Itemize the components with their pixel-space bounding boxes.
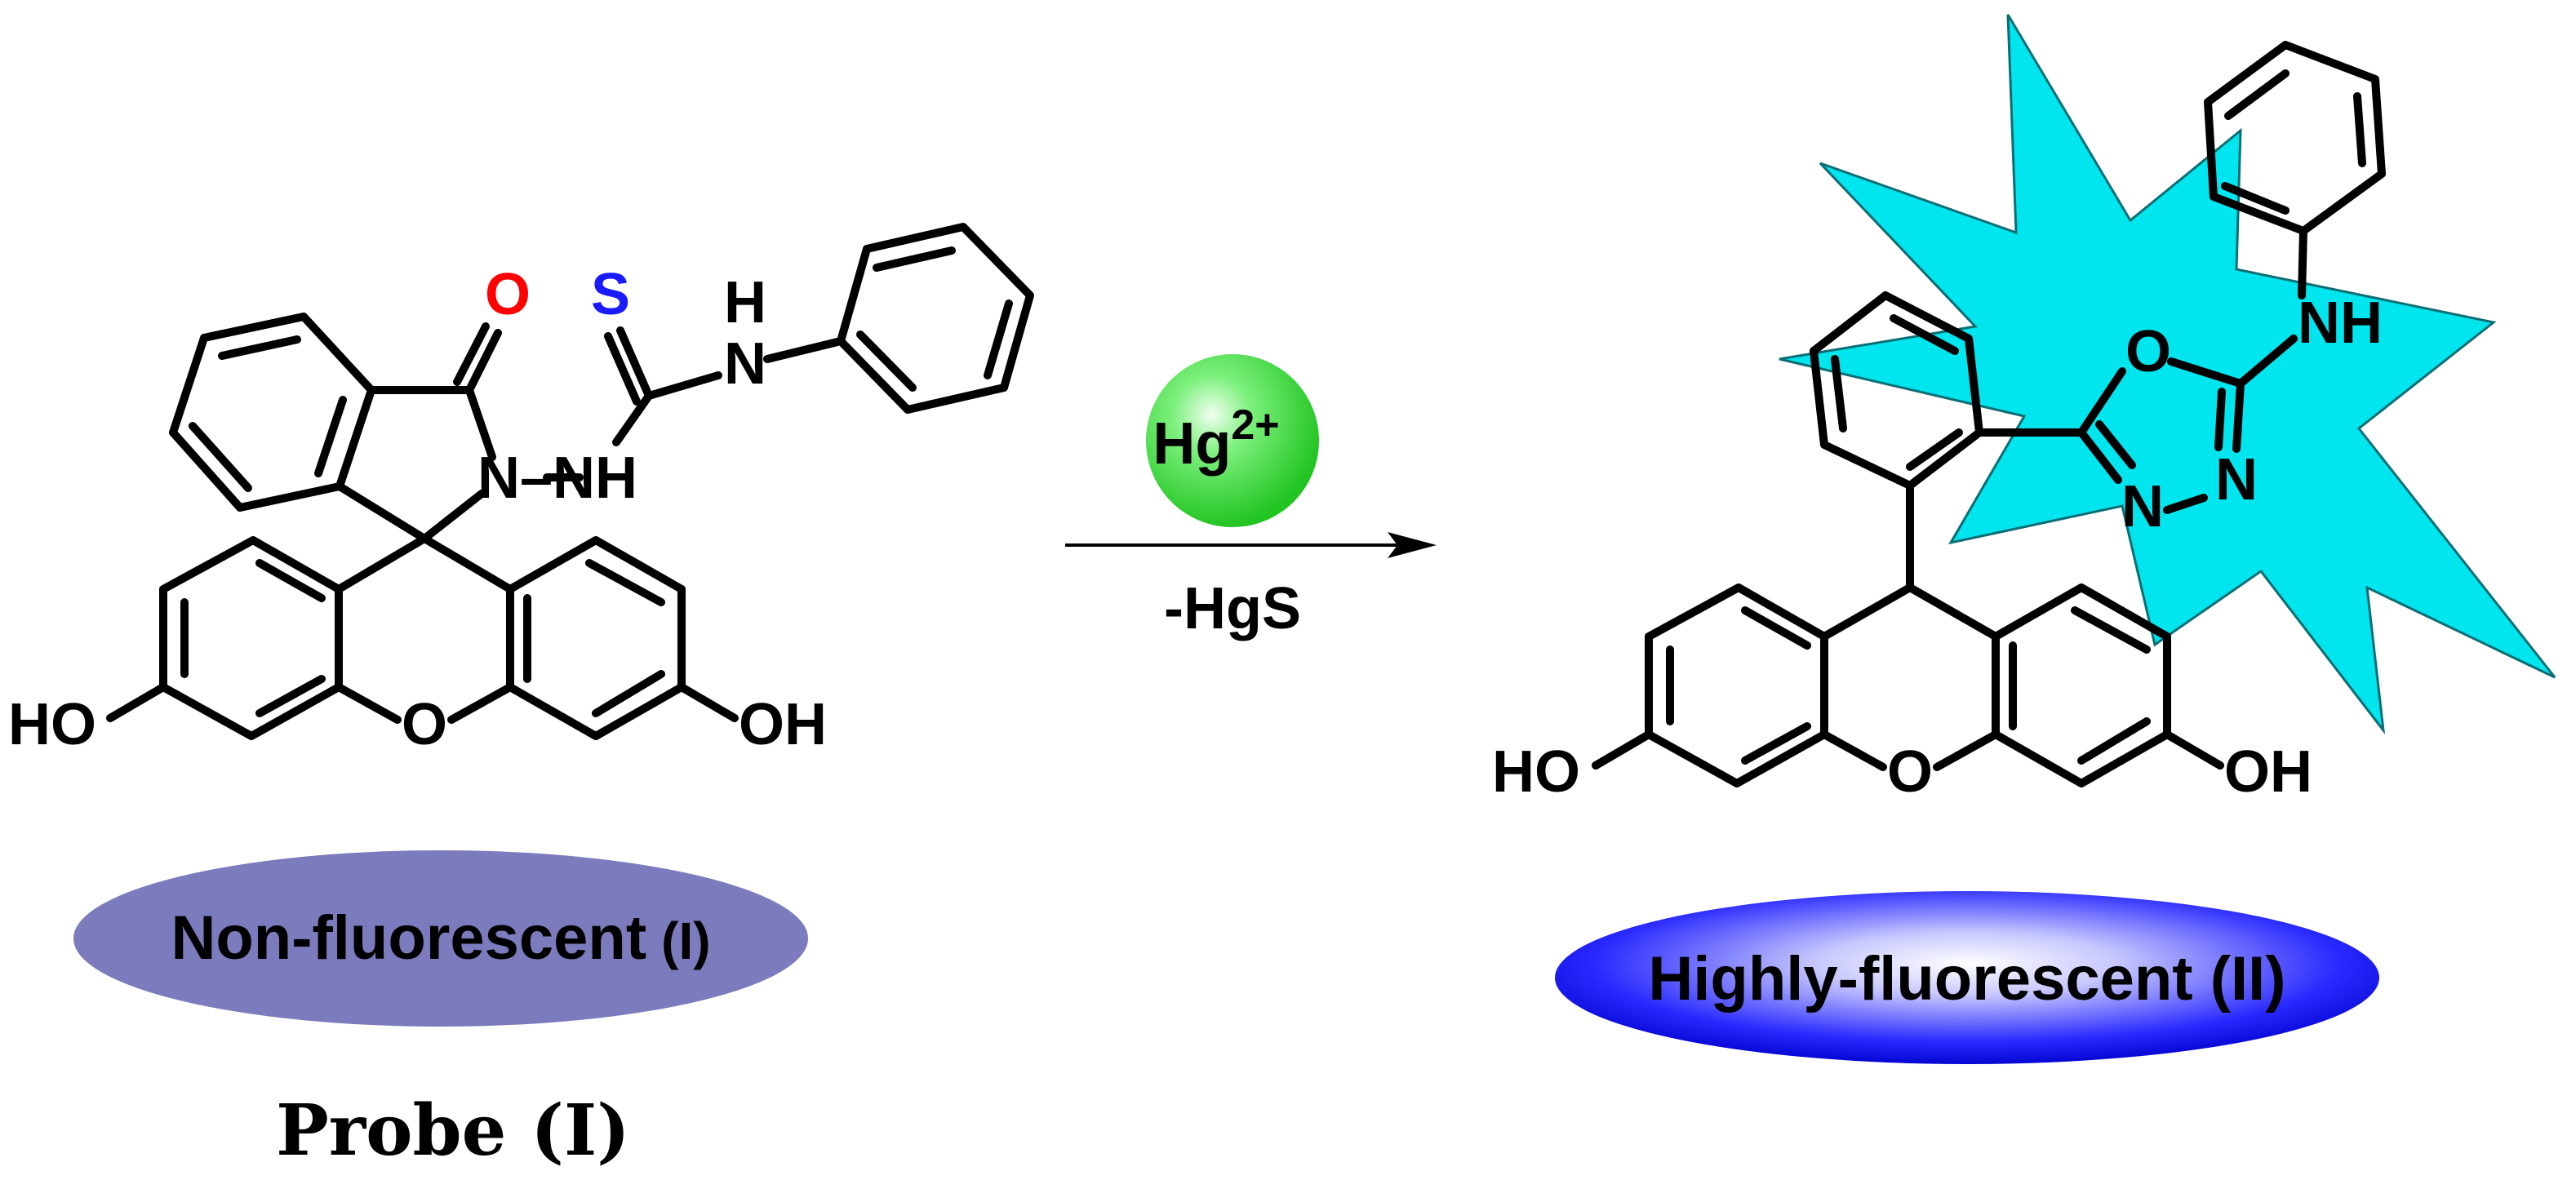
reaction-arrowhead [1388,532,1437,558]
product-left-hydroxyl-label: HO [1492,739,1580,805]
reaction-arrow-group: Hg2+ -HgS [1065,354,1437,641]
product-right-hydroxyl-label: OH [2224,739,2312,805]
right-hydroxyl-label: OH [739,692,827,757]
oxadiazole-oxygen-label: O [2125,319,2171,384]
fluorescence-burst [1779,14,2556,735]
nonfluorescent-badge: Non-fluorescent(I) [73,850,808,1027]
nonfluorescent-text: Non-fluorescent(I) [171,903,710,973]
xanthene-oxygen-label: O [402,692,447,757]
fluorescent-badge: Highly-fluorescent (II) [1555,891,2379,1064]
probe-bonds [106,223,1034,740]
amine-nitrogen-label: N [724,331,766,397]
hydrazide-label: N–NH [477,446,637,511]
probe-caption: Probe (I) [276,1089,630,1172]
product-atoms: O NH N N O HO OH [1492,291,2383,805]
byproduct-label: -HgS [1164,576,1301,641]
product-molecule: O NH N N O HO OH [1492,14,2556,805]
oxadiazole-n-left-label: N [2121,474,2164,539]
fluorescent-ellipse [1555,891,2379,1064]
probe-atoms: O S H N N–NH O HO OH [8,262,827,757]
fluorescent-text: Highly-fluorescent (II) [1648,944,2285,1014]
nonfluorescent-ellipse [73,850,808,1027]
amine-hydrogen-label: H [724,270,766,335]
product-bonds [1592,41,2386,787]
probe-molecule: O S H N N–NH O HO OH [8,223,1034,757]
mercury-ion-sphere [1146,354,1319,527]
product-xanthene-oxygen-label: O [1887,739,1933,805]
left-hydroxyl-label: HO [8,692,96,757]
carbonyl-oxygen-label: O [485,262,531,327]
mercury-ion-label: Hg2+ [1153,401,1279,477]
thiocarbonyl-sulfur-label: S [591,262,630,327]
aniline-nh-label: NH [2298,291,2383,356]
oxadiazole-n-right-label: N [2215,447,2258,512]
